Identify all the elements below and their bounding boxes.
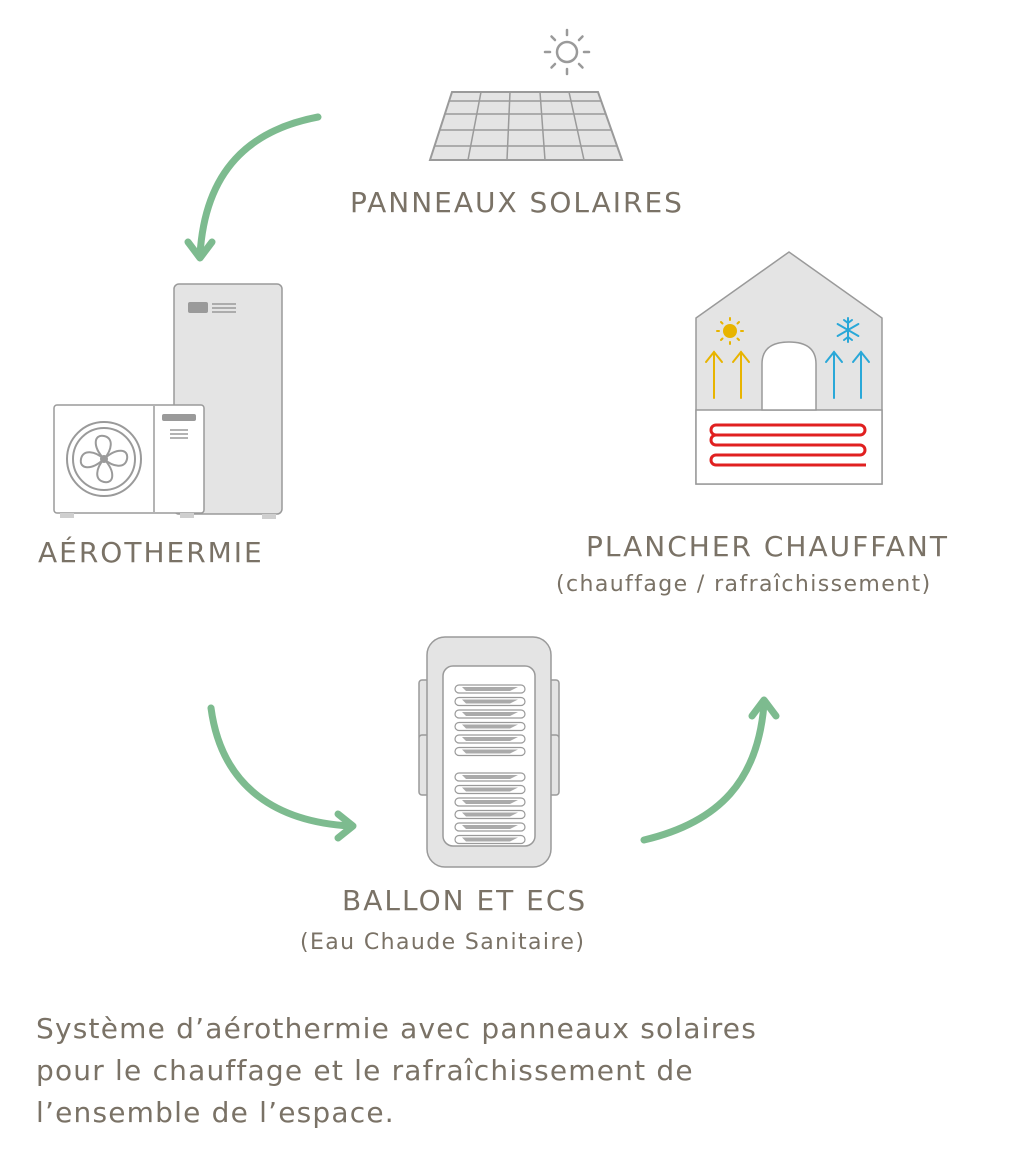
house-icon — [695, 251, 883, 485]
caption-line: pour le chauffage et le rafraîchissement… — [36, 1054, 694, 1087]
solar-panels-label: PANNEAUX SOLAIRES — [350, 186, 684, 219]
caption: Système d’aérothermie avec panneaux sola… — [36, 1008, 936, 1134]
coil-turn-fill — [462, 800, 518, 804]
coil-turn-fill — [462, 687, 518, 691]
coil-turn-fill — [462, 699, 518, 704]
coil-turn-fill — [462, 812, 518, 817]
coil-turn-fill — [462, 787, 518, 792]
fan-icon — [66, 421, 142, 497]
coil-turn-fill — [462, 837, 518, 842]
heat-pump-icon — [53, 283, 283, 519]
tank-label: BALLON ET ECS — [342, 884, 588, 917]
caption-line: l’ensemble de l’espace. — [36, 1096, 395, 1129]
tank-coil — [454, 684, 526, 845]
snowflake-icon — [836, 317, 860, 343]
heated-floor-sublabel: (chauffage / rafraîchissement) — [556, 572, 932, 597]
aerothermie-label: AÉROTHERMIE — [38, 536, 264, 569]
tank-icon — [418, 636, 560, 868]
coil-turn-fill — [462, 737, 518, 741]
flow-arrow-icon — [184, 113, 780, 844]
tank-sublabel: (Eau Chaude Sanitaire) — [300, 930, 586, 955]
heated-floor-label: PLANCHER CHAUFFANT — [586, 530, 949, 563]
solar-panel-icon — [428, 91, 624, 161]
sun-icon — [543, 28, 591, 76]
coil-turn-fill — [462, 825, 518, 829]
coil-turn-fill — [462, 749, 518, 754]
coil-turn-fill — [462, 724, 518, 729]
caption-line: Système d’aérothermie avec panneaux sola… — [36, 1012, 757, 1045]
coil-turn-fill — [462, 712, 518, 716]
warm-sun-icon — [716, 317, 744, 345]
coil-turn-fill — [462, 775, 518, 779]
heating-pipe-icon — [709, 423, 867, 467]
